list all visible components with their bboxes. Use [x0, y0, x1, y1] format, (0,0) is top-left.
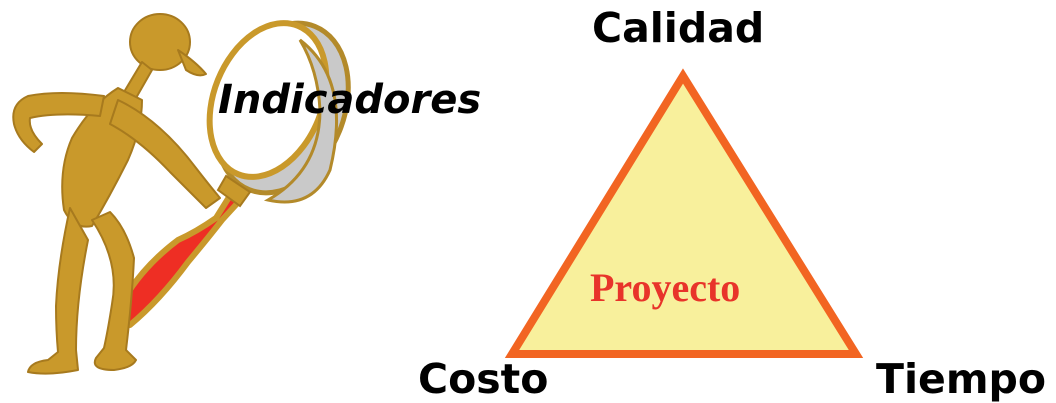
tiempo-label: Tiempo	[876, 355, 1047, 403]
figure-body-icon	[12, 13, 221, 375]
magnifying-glass-icon	[112, 20, 351, 329]
triangle-shape	[504, 68, 864, 358]
calidad-label: Calidad	[592, 4, 765, 52]
proyecto-label: Proyecto	[590, 265, 741, 310]
costo-label: Costo	[418, 355, 549, 403]
indicadores-label: Indicadores	[218, 77, 482, 123]
person-with-magnifying-glass-icon	[12, 13, 351, 375]
